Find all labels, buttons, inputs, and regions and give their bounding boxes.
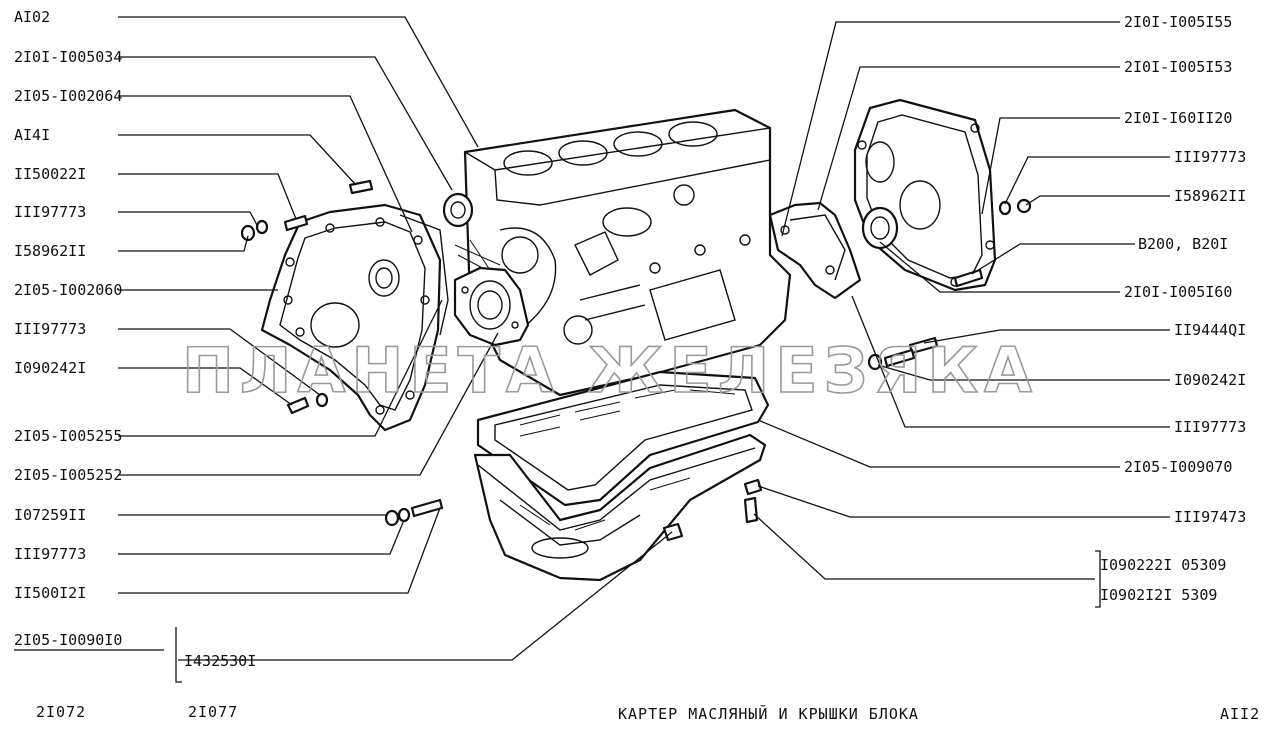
leader-lines [14, 16, 1170, 683]
rear-cover [853, 98, 997, 292]
part-label: 2I05-I002060 [14, 281, 122, 299]
engine-block [454, 108, 792, 397]
part-label: 2I05-I0090I0 [14, 631, 122, 649]
seal-holder [453, 266, 530, 347]
part-label: I090222I 05309 [1100, 556, 1226, 574]
model-code-b: 2I077 [188, 703, 238, 721]
part-label: 2I0I-I005034 [14, 48, 122, 66]
part-label: III97773 [1174, 418, 1246, 436]
part-label: 2I0I-I60II20 [1124, 109, 1232, 127]
part-label: I07259II [14, 506, 86, 524]
part-label: III97773 [14, 203, 86, 221]
model-code-a: 2I072 [36, 703, 86, 721]
part-label: 2I05-I005252 [14, 466, 122, 484]
front-cover [260, 203, 449, 432]
front-oil-seal [442, 192, 474, 228]
left-labels: AI02 2I0I-I005034 2I05-I002064 AI4I II50… [14, 8, 256, 670]
part-label: AI02 [14, 8, 50, 26]
part-label: 2I05-I002064 [14, 87, 122, 105]
part-label: 2I05-I009070 [1124, 458, 1232, 476]
fasteners-left [240, 179, 444, 527]
part-label: 2I0I-I005I55 [1124, 13, 1232, 31]
part-label: I58962II [1174, 187, 1246, 205]
watermark: ПЛАНЕТА ЖЕЛЕЗЯКА [182, 334, 1038, 407]
part-label: 2I0I-I005I60 [1124, 283, 1232, 301]
part-label: I0902I2I 5309 [1100, 586, 1217, 604]
part-label: I432530I [184, 652, 256, 670]
part-label: 2I0I-I005I53 [1124, 58, 1232, 76]
part-label: III97473 [1174, 508, 1246, 526]
part-label: I090242I [14, 359, 86, 377]
part-label: AI4I [14, 126, 50, 144]
part-label: III97773 [1174, 148, 1246, 166]
drain-plug [662, 522, 684, 542]
page-code: AII2 [1220, 705, 1260, 723]
part-label: III97773 [14, 545, 86, 563]
right-labels: 2I0I-I005I55 2I0I-I005I53 2I0I-I60II20 I… [1100, 13, 1246, 604]
part-label: I090242I [1174, 371, 1246, 389]
footer: 2I072 2I077 КАРТЕР МАСЛЯНЫЙ И КРЫШКИ БЛО… [36, 703, 1260, 723]
part-label: II500I2I [14, 584, 86, 602]
part-label: II50022I [14, 165, 86, 183]
fasteners-right [743, 198, 1032, 524]
part-label: I58962II [14, 242, 86, 260]
part-label: II9444QI [1174, 321, 1246, 339]
part-label: 2I05-I005255 [14, 427, 122, 445]
rear-oil-seal [861, 206, 899, 250]
rear-seal-holder [768, 201, 862, 300]
diagram-title: КАРТЕР МАСЛЯНЫЙ И КРЫШКИ БЛОКА [618, 704, 919, 723]
oil-pan [473, 433, 767, 582]
part-label: III97773 [14, 320, 86, 338]
part-label: B200, B20I [1138, 235, 1228, 253]
